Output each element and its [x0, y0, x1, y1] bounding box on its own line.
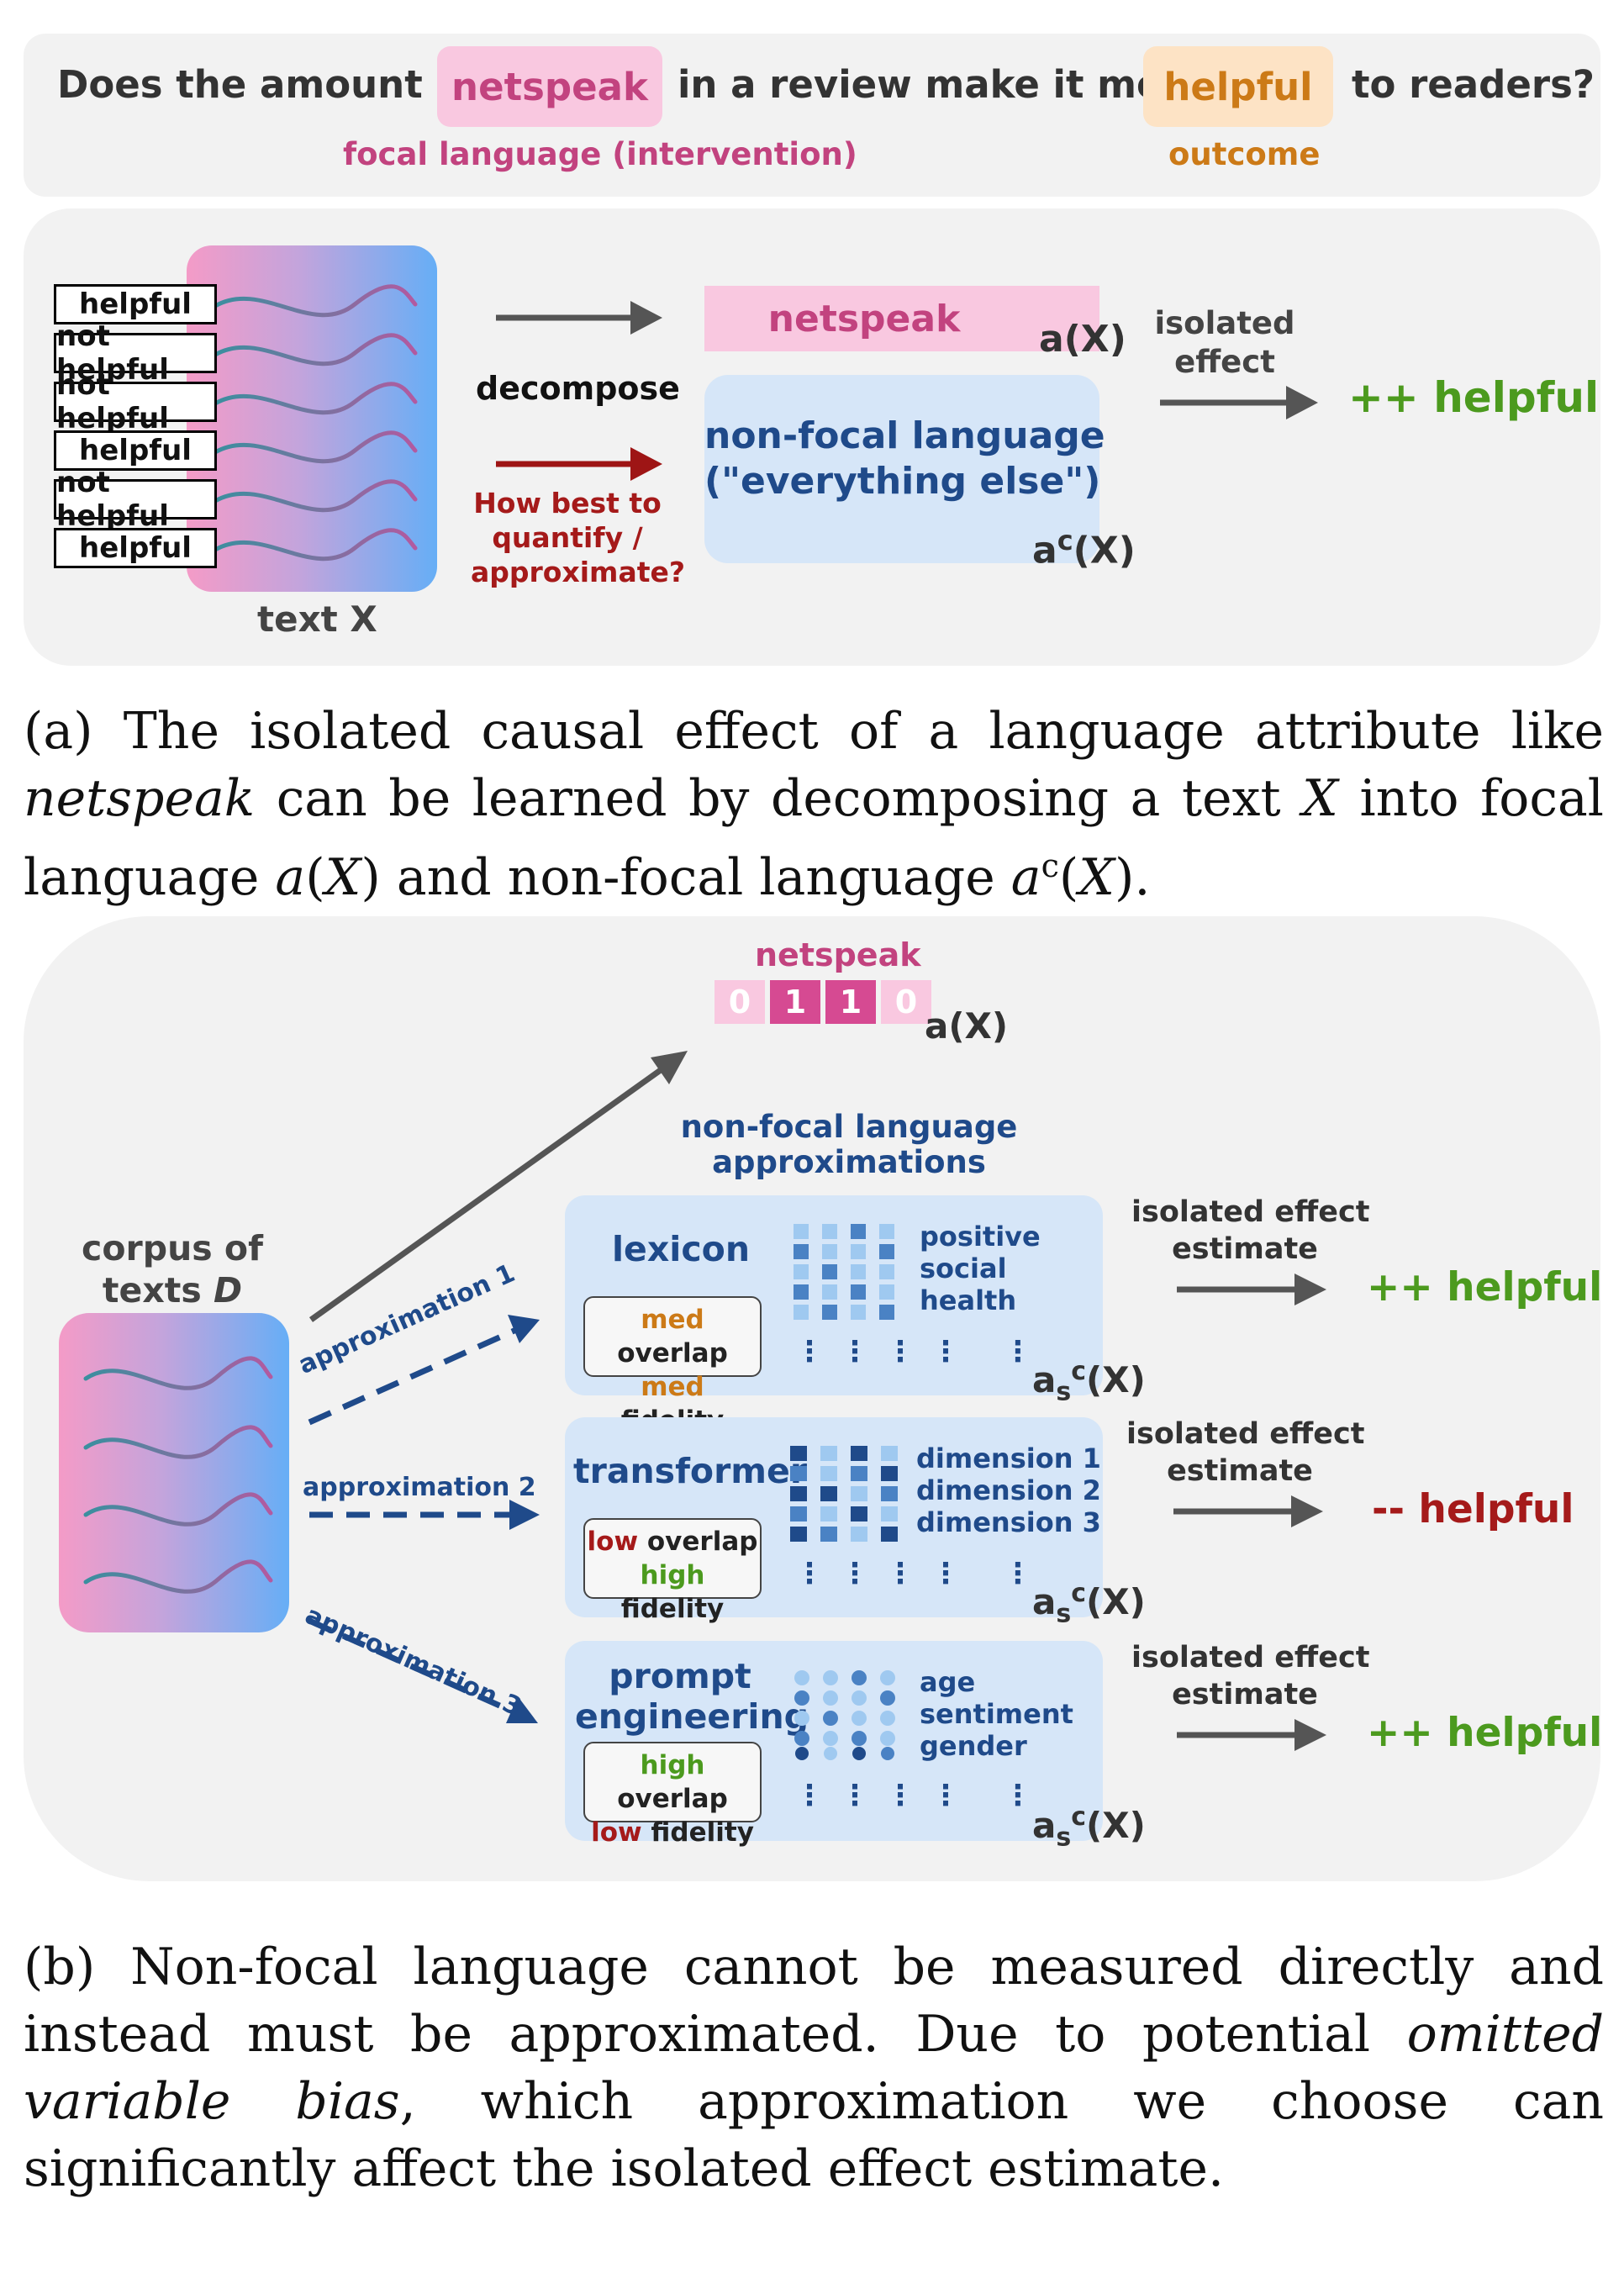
transformer-matrix-icon: [790, 1446, 898, 1542]
focal-term-pill: netspeak: [437, 46, 662, 127]
prompt-engineering-dots: ⋮⋮⋮⋮ ⋮: [795, 1779, 1049, 1812]
prompt-engineering-dimensions: age sentiment gender: [920, 1666, 1073, 1762]
result-2: -- helpful: [1372, 1486, 1574, 1532]
caption-a: (a) The isolated causal effect of a lang…: [24, 702, 1604, 907]
netspeak-bit: 1: [825, 980, 876, 1024]
question-text-2: in a review make it more: [678, 62, 1207, 107]
estimate-arrow-1: [1177, 1274, 1326, 1305]
netspeak-title: netspeak: [755, 936, 921, 973]
prompt-engineering-title: prompt engineering: [575, 1656, 809, 1737]
netspeak-bit: 0: [714, 980, 765, 1024]
transformer-dimensions: dimension 1 dimension 2 dimension 3: [916, 1442, 1101, 1538]
review-label: helpful: [54, 528, 217, 568]
non-focal-approximations-title: non-focal language approximations: [680, 1109, 1018, 1180]
isolated-effect-estimate-1: isolated effect estimate: [1131, 1195, 1370, 1266]
non-focal-language-title: non-focal language ("everything else"): [704, 414, 1105, 503]
caption-b: (b) Non-focal language cannot be measure…: [24, 1938, 1604, 2198]
text-x-label: text X: [257, 599, 377, 640]
transformer-asc-label: asc(X): [1032, 1579, 1146, 1629]
prompt-engineering-overlap-fidelity: high overlap low fidelity: [583, 1742, 762, 1848]
netspeak-bit: 1: [770, 980, 820, 1024]
corpus-block: [59, 1313, 289, 1632]
lexicon-dimensions: positive social health: [920, 1221, 1041, 1316]
isolated-effect-arrow: [1160, 386, 1318, 419]
prompt-engineering-asc-label: asc(X): [1032, 1802, 1146, 1853]
netspeak-bit: 0: [881, 980, 931, 1024]
lexicon-title: lexicon: [611, 1229, 751, 1269]
lexicon-dots: ⋮⋮⋮⋮ ⋮: [795, 1335, 1049, 1369]
approximation-2-label: approximation 2: [303, 1473, 536, 1502]
decompose-label: decompose: [476, 370, 680, 407]
outcome-term-pill: helpful: [1143, 46, 1333, 127]
ac-x-label: ac(X): [1032, 525, 1136, 572]
isolated-effect-label: isolated effect: [1154, 305, 1295, 380]
lexicon-matrix-icon: [794, 1224, 894, 1320]
a-x-label: a(X): [1039, 318, 1126, 361]
focal-language-box: netspeak: [704, 286, 1099, 351]
prompt-dots-matrix-icon: [794, 1670, 895, 1760]
outcome-label: outcome: [1168, 136, 1321, 172]
estimate-arrow-3: [1177, 1719, 1326, 1751]
result-helpful: ++ helpful: [1348, 373, 1600, 422]
non-focal-language-box: [704, 375, 1099, 563]
question-text-1: Does the amount of: [57, 62, 478, 107]
question-panel: [24, 34, 1600, 197]
lexicon-overlap-fidelity: med overlap med fidelity: [583, 1296, 762, 1436]
result-1: ++ helpful: [1367, 1264, 1603, 1311]
transformer-overlap-fidelity: low overlap high fidelity: [583, 1518, 762, 1624]
a-x-label-b: a(X): [925, 1005, 1009, 1047]
how-best-question: How best to quantify / approximate?: [471, 487, 686, 588]
lexicon-asc-label: asc(X): [1032, 1357, 1146, 1407]
text-lines-icon: [213, 284, 418, 562]
isolated-effect-estimate-3: isolated effect estimate: [1131, 1641, 1370, 1711]
text-x-block: [187, 245, 437, 592]
estimate-arrow-2: [1173, 1495, 1323, 1527]
review-label: helpful: [54, 284, 217, 324]
transformer-title: transformer: [573, 1451, 808, 1491]
review-label: helpful: [54, 430, 217, 471]
question-text-3: to readers?: [1352, 62, 1595, 107]
transformer-dots: ⋮⋮⋮⋮ ⋮: [795, 1557, 1049, 1590]
corpus-label: corpus of texts D: [82, 1228, 263, 1311]
decompose-arrows: [496, 301, 662, 481]
isolated-effect-estimate-2: isolated effect estimate: [1126, 1417, 1365, 1488]
focal-language-label: focal language (intervention): [343, 136, 857, 172]
result-3: ++ helpful: [1367, 1710, 1603, 1756]
corpus-lines-icon: [83, 1356, 273, 1594]
